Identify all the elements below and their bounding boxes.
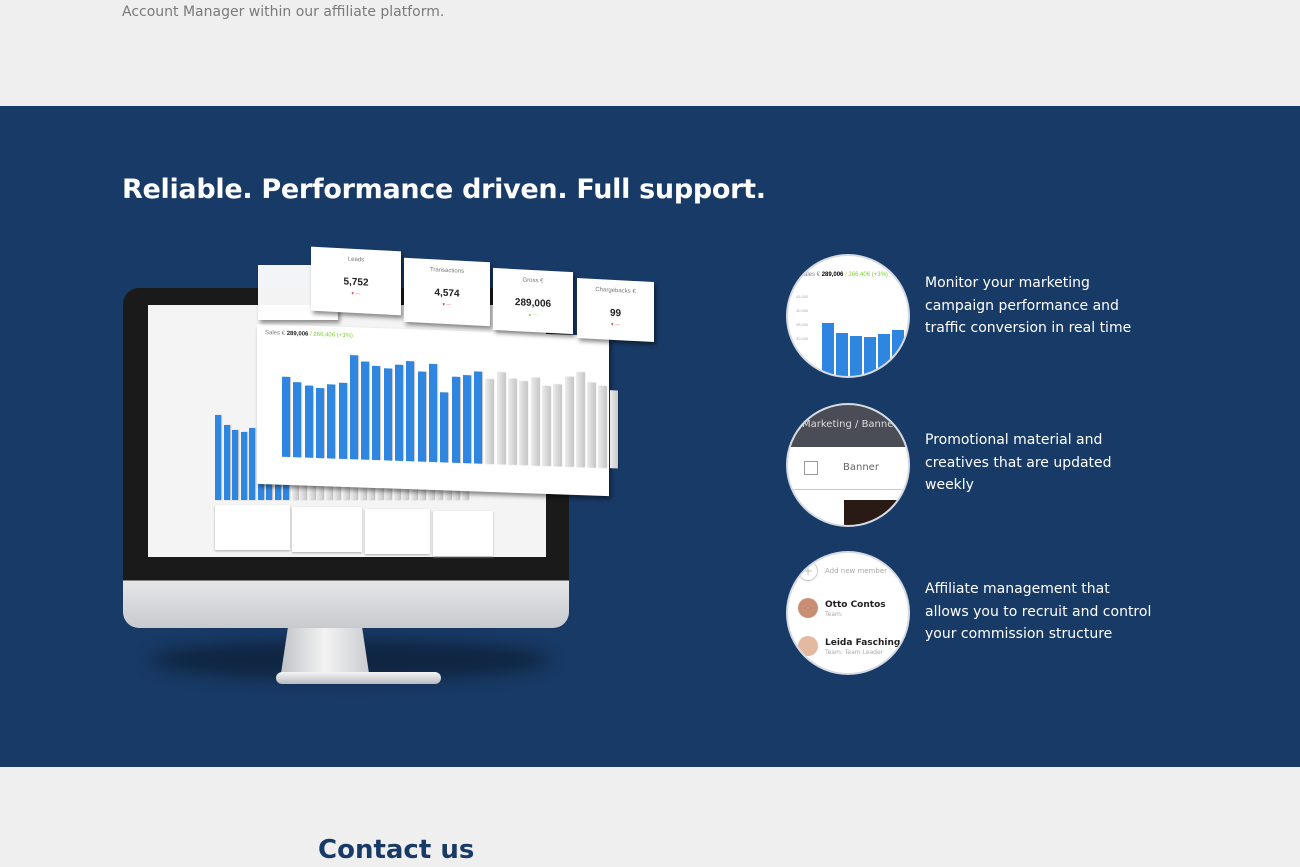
decorative-bar [553,384,562,467]
section-title: Reliable. Performance driven. Full suppo… [122,174,766,205]
decorative-bar [395,364,403,461]
decorative-bar [462,375,471,464]
feature-affiliate: + Add new member Otto Contos Team: Leida… [788,553,1208,673]
decorative-bar [587,382,596,468]
decorative-bar [440,392,449,463]
stat-card-chargebacks: Chargebacks € 99 ▾ — [577,277,654,343]
decorative-bar [519,381,528,466]
decorative-bar [485,378,494,465]
decorative-bar [474,371,483,464]
decorative-bar [249,428,255,500]
members-preview-circle: + Add new member Otto Contos Team: Leida… [788,553,908,673]
intro-text: Account Manager within our affiliate pla… [122,4,445,20]
stat-card-leads: Leads 5,752 ▾ — [311,246,401,316]
decorative-bar [451,376,460,463]
decorative-bar [372,365,381,461]
decorative-bar [282,376,290,458]
decorative-bar [338,382,347,459]
sales-chart-panel: Sales € 289,006 / 266,406 (+3%) [257,323,618,497]
decorative-bar [327,384,336,459]
decorative-bar [508,378,516,465]
feature-text: Promotional material and creatives that … [925,432,1112,493]
decorative-bar [564,376,573,467]
decorative-bar [383,368,392,461]
stat-card-gross: Gross € 289,006 ▴ — [493,267,573,335]
banner-preview-circle: Marketing / Banner Banner [788,405,908,525]
decorative-bar [406,361,415,462]
decorative-bar [496,372,505,465]
decorative-bar [223,425,230,500]
intro-section: Account Manager within our affiliate pla… [0,0,1300,106]
contact-title: Contact us [318,835,475,865]
feature-text: Affiliate management that allows you to … [925,581,1152,642]
decorative-bar [598,385,607,469]
decorative-bar [428,363,437,463]
feature-text: Monitor your marketing campaign performa… [925,275,1132,336]
chart-compare: / 266,406 (+3%) [310,331,353,340]
decorative-bar [349,355,358,460]
decorative-bar [417,371,426,462]
contact-section: Contact us [0,767,1300,867]
decorative-bar [240,432,247,500]
decorative-bar [232,430,238,500]
decorative-bar [315,387,324,459]
decorative-bar [541,385,550,467]
stat-card-transactions: Transactions 4,574 ▾ — [404,257,490,327]
chart-value: 289,006 [286,330,309,338]
decorative-bar [293,382,302,458]
decorative-bar [609,390,618,469]
decorative-bar [530,377,539,466]
chart-label: Sales € [265,330,286,337]
monitor-stand [280,620,370,680]
feature-promotional: Marketing / Banner Banner Promotional ma… [788,405,1208,525]
decorative-bar [361,361,370,460]
decorative-bar [575,371,584,468]
decorative-bar [215,415,221,500]
decorative-bar [304,385,313,458]
